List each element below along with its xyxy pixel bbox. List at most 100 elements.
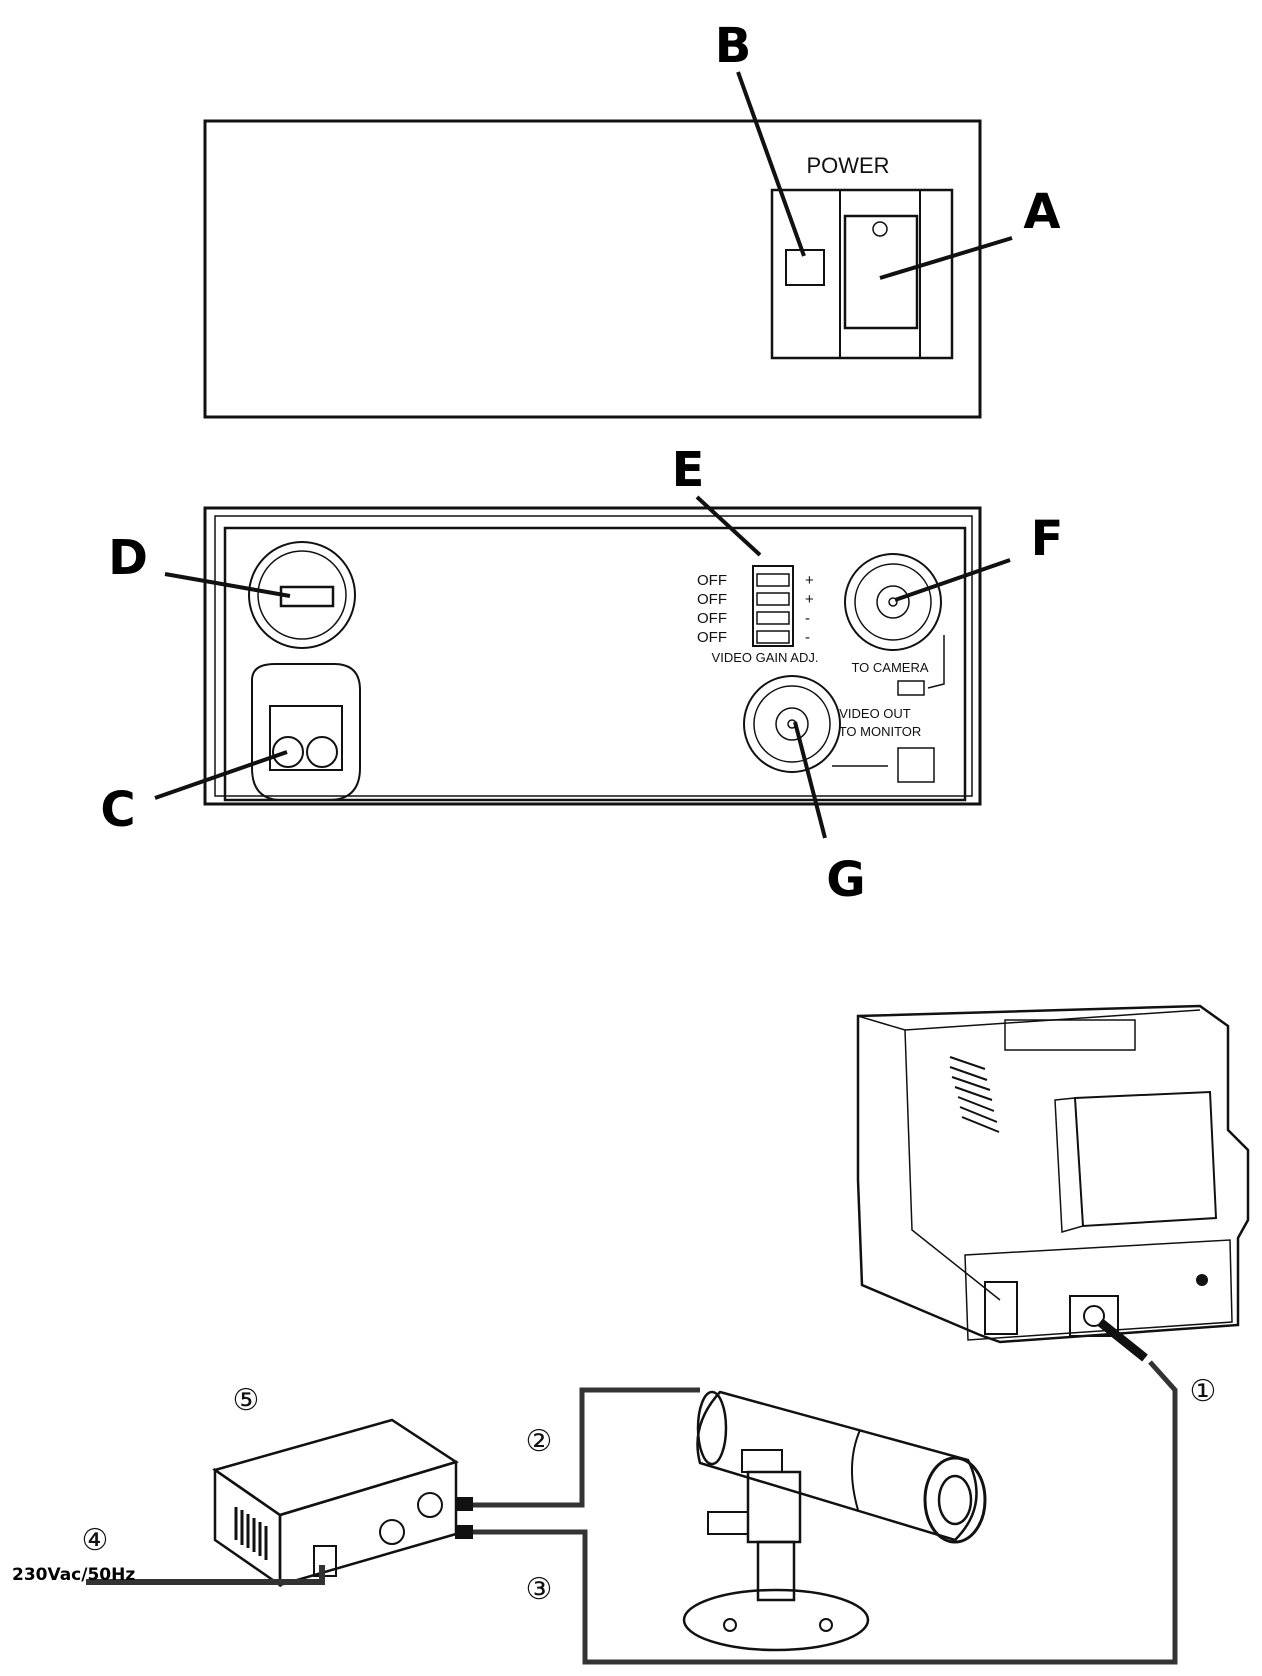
- dip-switch-lever: [756, 611, 790, 625]
- monitor-video-input: [1069, 1295, 1119, 1337]
- monitor-cable: [464, 1360, 1178, 1665]
- rear-panel-inner: [223, 526, 967, 802]
- monitor-side-edge: [904, 1029, 1001, 1301]
- callout-e-leader: [695, 495, 762, 557]
- rear-panel-outer: [203, 506, 982, 806]
- monitor-icon: [856, 1004, 1250, 1344]
- bnc-monitor-outer: [743, 675, 841, 773]
- dip-switch-housing: [752, 565, 794, 647]
- camera-mount-knob: [707, 1511, 749, 1535]
- camera-mount-ball: [746, 1470, 802, 1544]
- base-screw-hole: [723, 1618, 737, 1632]
- callout-d-leader: [164, 572, 291, 598]
- step-1-marker: ①: [1190, 1374, 1217, 1409]
- callout-b-label: B: [715, 18, 752, 74]
- dip-switch-state: OFF: [697, 610, 727, 627]
- power-supply-box-icon: [212, 1418, 459, 1588]
- psu-bnc-monitor: [379, 1519, 405, 1545]
- to-monitor-label: TO MONITOR: [839, 724, 922, 739]
- psu-bnc-camera: [417, 1492, 443, 1518]
- callout-a-leader: [879, 236, 1013, 280]
- callout-e-label: E: [672, 442, 705, 498]
- dip-switch-sign: -: [805, 629, 810, 646]
- monitor-bnc-socket: [1083, 1305, 1105, 1327]
- callout-c-leader: [154, 750, 288, 800]
- monitor-rear-panel: [964, 1239, 1233, 1341]
- video-gain-label: VIDEO GAIN ADJ.: [712, 650, 819, 665]
- monitor-handle: [1004, 1019, 1136, 1051]
- camera-lens-glass: [937, 1474, 973, 1526]
- camera-mount-clamp: [741, 1449, 783, 1473]
- rear-panel: D C OFF OFF OFF OFF + + - - VIDEO GAIN A…: [100, 442, 1063, 908]
- camera-body: [696, 1390, 978, 1542]
- monitor-screw: [1196, 1274, 1208, 1286]
- step-4-marker: ④: [82, 1523, 109, 1558]
- installation-diagram: ① ② ③ ④ ⑤ 230Vac/50Hz: [12, 1004, 1250, 1665]
- mains-socket-housing: [251, 663, 361, 801]
- dip-switch-lever: [756, 630, 790, 644]
- dip-switch-sign: +: [805, 591, 814, 608]
- dip-switch-state: OFF: [697, 572, 727, 589]
- power-label: POWER: [806, 153, 889, 178]
- camera-lens-barrel: [851, 1429, 861, 1511]
- bnc-camera-inner: [876, 585, 910, 619]
- to-camera-label: TO CAMERA: [851, 660, 928, 675]
- monitor-cable-plug-psu: [455, 1525, 473, 1539]
- callout-g-label: G: [826, 852, 865, 908]
- mains-voltage-label: 230Vac/50Hz: [12, 1565, 135, 1585]
- dip-switch-block: OFF OFF OFF OFF + + - - VIDEO GAIN ADJ.: [697, 565, 819, 665]
- mains-socket: [269, 705, 343, 771]
- dip-switch-sign: +: [805, 572, 814, 589]
- monitor-plug-icon: [897, 747, 935, 783]
- step-5-marker: ⑤: [233, 1383, 260, 1418]
- bnc-camera-outer: [844, 553, 942, 651]
- bnc-camera-pin: [888, 597, 898, 607]
- to-camera-arrow: [927, 635, 945, 689]
- camera-icon: [682, 1390, 987, 1652]
- camera-plug-icon: [897, 680, 925, 696]
- bnc-monitor-ring: [753, 685, 831, 763]
- dip-switch-lever: [756, 592, 790, 606]
- callout-c-label: C: [100, 782, 135, 838]
- base-screw-hole: [819, 1618, 833, 1632]
- mains-cable: [86, 1565, 325, 1585]
- front-panel: POWER A B: [203, 18, 1061, 419]
- callout-d-label: D: [108, 530, 148, 586]
- monitor-power-switch: [984, 1281, 1018, 1335]
- dip-switch-sign: -: [805, 610, 810, 627]
- step-2-marker: ②: [526, 1424, 553, 1459]
- camera-cable: [464, 1387, 700, 1508]
- fuse-holder-outer: [248, 541, 356, 649]
- camera-mount-stem: [756, 1540, 796, 1602]
- power-module: [770, 188, 954, 360]
- callout-g-leader: [793, 721, 827, 839]
- rear-panel-mid: [214, 515, 973, 797]
- power-switch: [843, 214, 919, 330]
- psu-front: [278, 1460, 458, 1587]
- monitor-screen-frame: [1054, 1097, 1084, 1233]
- camera-cable-plug: [455, 1497, 473, 1511]
- step-3-marker: ③: [526, 1572, 553, 1607]
- dip-switch-lever: [756, 573, 790, 587]
- psu-vent: [234, 1507, 268, 1560]
- monitor-cable-plug: [1097, 1318, 1148, 1362]
- monitor-vent-grille: [949, 1056, 1000, 1133]
- callout-a-label: A: [1023, 184, 1060, 240]
- callout-f-label: F: [1031, 511, 1064, 567]
- dip-switch-state: OFF: [697, 591, 727, 608]
- video-out-label: VIDEO OUT: [839, 706, 911, 721]
- fuse-slot: [279, 585, 335, 608]
- camera-mount-base: [682, 1588, 870, 1652]
- callout-f-leader: [894, 558, 1011, 602]
- bnc-camera-ring: [854, 563, 932, 641]
- fuse-holder-inner: [257, 550, 347, 640]
- front-panel-outline: [203, 119, 982, 419]
- camera-lens: [923, 1456, 987, 1544]
- monitor-rear-screen: [1073, 1090, 1218, 1228]
- mains-pin: [306, 736, 338, 768]
- callout-b-leader: [736, 71, 806, 257]
- monitor-body: [856, 1004, 1250, 1344]
- camera-rear-cap: [696, 1390, 728, 1466]
- mains-pin: [272, 736, 304, 768]
